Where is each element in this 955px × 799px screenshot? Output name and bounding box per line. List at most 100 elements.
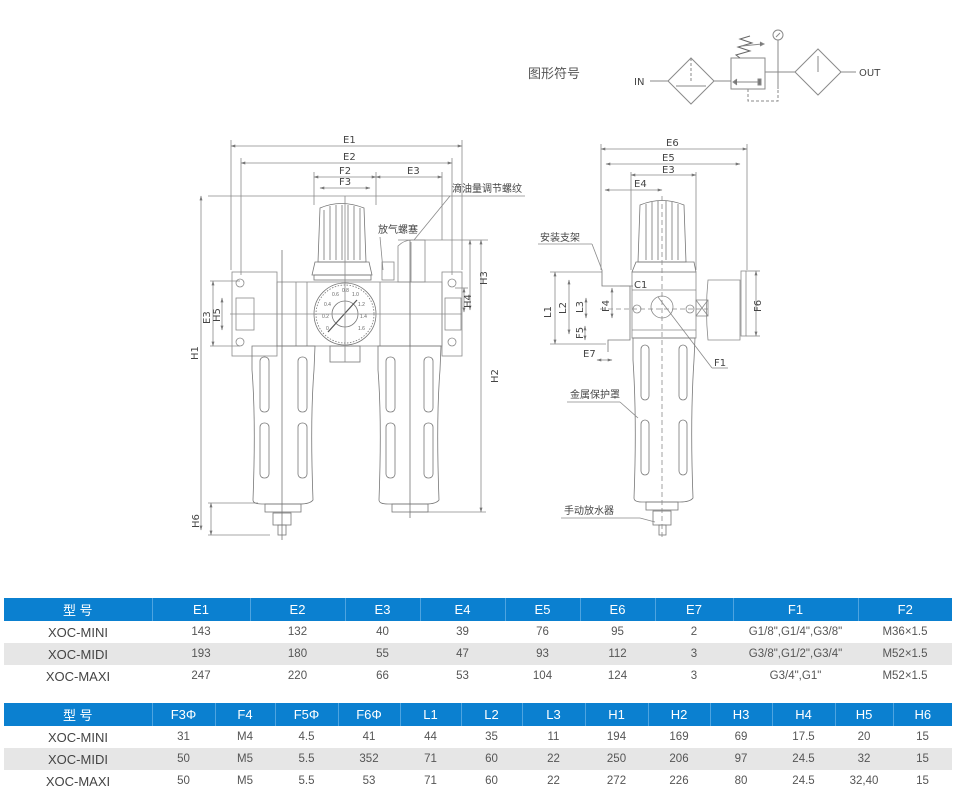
header-H1: H1	[584, 703, 648, 726]
dim-L2: L2	[558, 302, 569, 314]
cell: 17.5	[792, 731, 815, 743]
header-E6: E6	[579, 598, 655, 621]
cell: 71	[400, 748, 461, 770]
cell: 194	[606, 731, 627, 743]
cell: 4.5	[298, 731, 315, 743]
cell: 352	[338, 748, 400, 770]
cell: M5	[237, 775, 253, 787]
header-E7: E7	[654, 598, 733, 621]
cell: 272	[606, 775, 627, 787]
cell: 220	[287, 670, 308, 682]
cell: 41	[362, 731, 376, 743]
cell: 32	[835, 748, 893, 770]
gauge-tick-1-4: 1.4	[360, 314, 367, 320]
cell: 24.5	[792, 775, 815, 787]
dim-H5: H5	[212, 308, 223, 322]
cell: 71	[424, 775, 437, 787]
gauge-tick-1-6: 1.6	[358, 326, 365, 332]
header-E5: E5	[504, 598, 580, 621]
cell: 95	[611, 626, 624, 638]
callout-manual-drain: 手动放水器	[564, 504, 614, 517]
front-view: E1 E2 F2 F3 E3 滴油量调节螺纹 放气螺塞 H1 H6 E3 H5 …	[190, 135, 525, 540]
header-F2: F2	[857, 598, 952, 621]
cell: 226	[669, 775, 689, 787]
header-E4: E4	[419, 598, 505, 621]
dim-F2: F2	[339, 166, 351, 177]
dim-E3-side: E3	[662, 165, 675, 176]
dim-F4-side: F4	[601, 300, 612, 312]
cell: 15	[893, 748, 952, 770]
table-row: XOC-MINI 143 132 40 39 76 95 2 G1/8",G1/…	[4, 621, 952, 643]
drawing-canvas: IN O	[190, 29, 881, 540]
dim-E3: E3	[407, 166, 420, 177]
cell: 132	[287, 626, 308, 638]
table-row: XOC-MAXI 247 220 66 53 104 124 3 G3/4",G…	[4, 665, 952, 687]
header-F1: F1	[732, 598, 858, 621]
cell: G3/4",G1"	[769, 670, 822, 682]
cell: 32,40	[849, 775, 879, 787]
gauge-tick-0-2: 0.2	[322, 314, 329, 320]
dim-L3: L3	[575, 301, 586, 313]
cell: M52×1.5	[858, 643, 952, 665]
callout-vent-screw: 放气螺塞	[378, 223, 418, 236]
cell: 31	[177, 731, 190, 743]
cell: 11	[547, 731, 560, 743]
cell: 112	[580, 643, 655, 665]
gauge-tick-0-4: 0.4	[324, 302, 331, 308]
cell-model: XOC-MINI	[48, 624, 108, 640]
gauge-tick-0-8: 0.8	[342, 288, 349, 294]
side-regulator-knob	[631, 200, 697, 273]
dim-E6: E6	[666, 138, 679, 149]
dim-H3: H3	[479, 271, 490, 285]
cell: 66	[376, 670, 389, 682]
cell: M36×1.5	[882, 626, 928, 638]
gauge-tick-1-2: 1.2	[358, 302, 365, 308]
cell-model: XOC-MAXI	[45, 773, 111, 789]
cell-model: XOC-MIDI	[4, 748, 152, 770]
callout-metal-guard: 金属保护罩	[570, 388, 620, 401]
header-E1: E1	[151, 598, 250, 621]
cell: 69	[734, 731, 748, 743]
cell: 24.5	[772, 748, 835, 770]
dim-E7: E7	[583, 349, 596, 360]
cell: 80	[734, 775, 748, 787]
dim-E4: E4	[634, 179, 647, 190]
cell: 124	[607, 670, 628, 682]
spec-table-2: 型 号 F3Φ F4 F5Φ F6Φ L1 L2 L3 H1 H2 H3 H4 …	[4, 703, 952, 792]
header-E2: E2	[249, 598, 345, 621]
cell: 22	[522, 748, 585, 770]
gauge-tick-1-0: 1.0	[352, 292, 359, 298]
symbol-in-label: IN	[634, 77, 644, 88]
cell: 2	[690, 626, 698, 638]
table1-header-row: 型 号 E1 E2 E3 E4 E5 E6 E7 F1 F2	[4, 598, 952, 621]
dim-E1: E1	[343, 135, 356, 146]
cell: 55	[345, 643, 420, 665]
cell: 3	[655, 643, 733, 665]
cell: 40	[376, 626, 389, 638]
header-L1: L1	[399, 703, 461, 726]
dim-H2: H2	[490, 369, 501, 383]
dim-E3-vertical: E3	[202, 311, 213, 324]
cell: 15	[916, 775, 929, 787]
callout-mount-bracket: 安装支架	[540, 231, 580, 244]
cell: G3/8",G1/2",G3/4"	[733, 643, 858, 665]
side-view: E6 E5 E3 E4 安装支架 F6 C1	[538, 138, 764, 540]
table-row: XOC-MIDI 193 180 55 47 93 112 3 G3/8",G1…	[4, 643, 952, 665]
cell: 50	[152, 748, 215, 770]
pneumatic-symbol: IN O	[634, 29, 881, 105]
header-model: 型 号	[4, 703, 152, 726]
filter-bowl	[251, 250, 316, 540]
gauge-tick-0: 0	[326, 326, 329, 332]
callout-oil-adjust-thread: 滴油量调节螺纹	[452, 182, 522, 195]
header-H3: H3	[709, 703, 772, 726]
symbol-title: 图形符号	[528, 67, 581, 82]
header-F4: F4	[214, 703, 275, 726]
lubricator-bowl	[377, 240, 442, 518]
cell-model: XOC-MIDI	[4, 643, 152, 665]
gauge-tick-0-6: 0.6	[332, 292, 339, 298]
table-row: XOC-MAXI 50 M5 5.5 53 71 60 22 272 226 8…	[4, 770, 952, 792]
cell: 3	[690, 670, 698, 682]
table2-header-row: 型 号 F3Φ F4 F5Φ F6Φ L1 L2 L3 H1 H2 H3 H4 …	[4, 703, 952, 726]
side-bowl	[632, 337, 696, 536]
header-E3: E3	[344, 598, 420, 621]
